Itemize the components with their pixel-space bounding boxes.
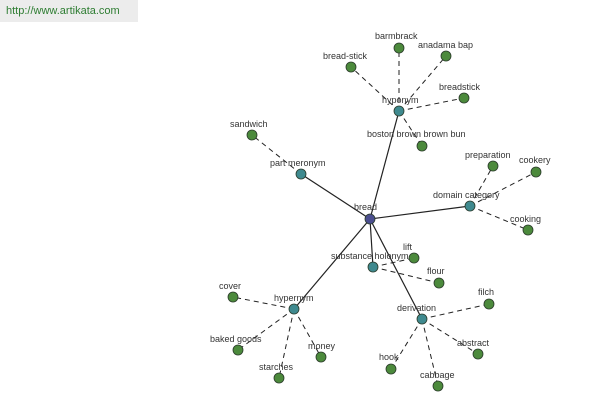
edge-derivation-cabbage	[421, 318, 439, 387]
edge-bread-hyponym	[369, 110, 400, 220]
node-baked-goods[interactable]	[232, 344, 244, 356]
label-filch: filch	[478, 287, 494, 297]
edge-bread-substance-holonym	[369, 218, 374, 268]
label-starches: starches	[259, 362, 294, 372]
label-domain-category: domain category	[433, 190, 500, 200]
edge-derivation-hook	[390, 318, 423, 370]
edge-substance-holonym-flour	[372, 266, 440, 284]
label-boston-brown-brown-bun: boston brown brown bun	[367, 129, 466, 139]
node-derivation[interactable]	[416, 313, 428, 325]
edge-derivation-filch	[421, 303, 490, 320]
node-starches[interactable]	[273, 372, 285, 384]
label-hook: hook	[379, 352, 399, 362]
node-cooking[interactable]	[522, 224, 534, 236]
edge-derivation-abstract	[421, 318, 479, 355]
edge-hyponym-breadstick	[398, 97, 465, 112]
node-sandwich[interactable]	[246, 129, 258, 141]
label-lift: lift	[403, 242, 412, 252]
label-part-meronym: part meronym	[270, 158, 326, 168]
node-bread[interactable]	[364, 213, 376, 225]
graph-edges	[232, 48, 537, 387]
watermark-banner: http://www.artikata.com	[0, 0, 138, 22]
label-preparation: preparation	[465, 150, 511, 160]
node-boston-brown-brown-bun[interactable]	[416, 140, 428, 152]
edge-bread-derivation	[369, 218, 423, 320]
label-hypernym: hypernym	[274, 293, 314, 303]
label-barmbrack: barmbrack	[375, 31, 418, 41]
label-cabbage: cabbage	[420, 370, 455, 380]
node-cabbage[interactable]	[432, 380, 444, 392]
edge-domain-category-preparation	[469, 165, 494, 207]
label-cooking: cooking	[510, 214, 541, 224]
label-substance-holonym: substance holonym	[331, 251, 409, 261]
label-abstract: abstract	[457, 338, 490, 348]
node-money[interactable]	[315, 351, 327, 363]
node-lift[interactable]	[408, 252, 420, 264]
edge-hypernym-money	[293, 308, 322, 358]
node-preparation[interactable]	[487, 160, 499, 172]
label-bread: bread	[354, 202, 377, 212]
edge-hyponym-bread-stick	[350, 66, 400, 112]
node-abstract[interactable]	[472, 348, 484, 360]
edge-bread-part-meronym	[300, 173, 371, 220]
watermark-url[interactable]: http://www.artikata.com	[6, 5, 120, 17]
edge-bread-hypernym	[293, 218, 371, 310]
label-breadstick: breadstick	[439, 82, 481, 92]
edge-hyponym-anadama-bap	[398, 55, 447, 112]
edge-domain-category-cooking	[469, 205, 529, 231]
label-derivation: derivation	[397, 303, 436, 313]
node-anadama-bap[interactable]	[440, 50, 452, 62]
edge-part-meronym-sandwich	[251, 134, 302, 175]
label-cover: cover	[219, 281, 241, 291]
label-money: money	[308, 341, 336, 351]
graph-labels: bread hyponym bread-stick barmbrackanadama …	[210, 31, 551, 380]
node-hypernym[interactable]	[288, 303, 300, 315]
edge-domain-category-cookery	[469, 171, 537, 207]
node-bread-stick[interactable]	[345, 61, 357, 73]
edge-hypernym-cover	[232, 296, 295, 310]
edge-hypernym-starches	[278, 308, 295, 379]
label-anadama-bap: anadama bap	[418, 40, 473, 50]
edge-substance-holonym-lift	[372, 257, 415, 268]
label-flour: flour	[427, 266, 445, 276]
edge-hypernym-baked-goods	[237, 308, 295, 351]
node-hyponym[interactable]	[393, 105, 405, 117]
node-breadstick[interactable]	[458, 92, 470, 104]
node-cookery[interactable]	[530, 166, 542, 178]
label-sandwich: sandwich	[230, 119, 268, 129]
edge-bread-domain-category	[369, 205, 471, 220]
label-cookery: cookery	[519, 155, 551, 165]
node-part-meronym[interactable]	[295, 168, 307, 180]
graph-nodes	[227, 42, 542, 392]
node-hook[interactable]	[385, 363, 397, 375]
edge-hyponym-boston-brown-brown-bun	[398, 110, 423, 147]
node-flour[interactable]	[433, 277, 445, 289]
node-domain-category[interactable]	[464, 200, 476, 212]
label-bread-stick: bread-stick	[323, 51, 368, 61]
node-cover[interactable]	[227, 291, 239, 303]
label-baked-goods: baked goods	[210, 334, 262, 344]
node-filch[interactable]	[483, 298, 495, 310]
node-substance-holonym[interactable]	[367, 261, 379, 273]
label-hyponym: hyponym	[382, 95, 419, 105]
node-barmbrack[interactable]	[393, 42, 405, 54]
